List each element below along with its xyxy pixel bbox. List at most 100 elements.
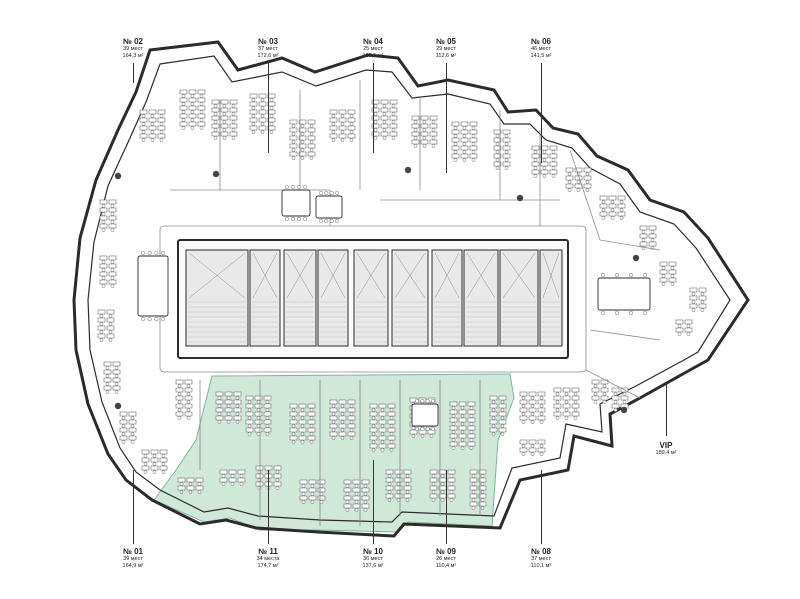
desk (263, 427, 272, 433)
desk (498, 411, 507, 417)
desk (97, 325, 106, 331)
desk (249, 125, 258, 131)
chair (491, 408, 496, 412)
desk (451, 145, 460, 151)
chair (340, 130, 345, 134)
chair (542, 158, 547, 162)
chair (610, 216, 615, 220)
desk (519, 447, 528, 453)
desk (157, 117, 166, 123)
highlight-zone-11[interactable] (153, 373, 515, 533)
desk (639, 225, 648, 231)
desk (591, 395, 600, 401)
desk (380, 107, 389, 113)
chair (500, 408, 505, 412)
chair (371, 424, 376, 428)
desk (429, 115, 438, 121)
desk (141, 465, 150, 471)
desk (394, 493, 403, 499)
desk (458, 409, 467, 415)
desk (429, 131, 438, 137)
chair (260, 122, 265, 126)
desk (668, 277, 677, 283)
chair (431, 120, 436, 124)
desk (389, 99, 398, 105)
chair (642, 310, 648, 316)
zone-label-03[interactable]: № 03 37 мест 172,6 м² (258, 37, 279, 59)
chair (349, 420, 354, 424)
chair (661, 274, 666, 278)
desk (229, 131, 238, 137)
chair (387, 482, 392, 486)
desk (157, 109, 166, 115)
chair (700, 292, 705, 296)
desk (460, 153, 469, 159)
desk (347, 423, 356, 429)
chair (380, 432, 385, 436)
zone-label-vip[interactable]: VIP 189,4 м² (656, 441, 677, 457)
desk (273, 473, 282, 479)
zone-label-02[interactable]: № 02 39 мест 164,3 м² (123, 37, 144, 59)
desk (420, 131, 429, 137)
zone-label-08[interactable]: № 08 37 мест 110,1 м² (531, 547, 552, 569)
desk (553, 395, 562, 401)
desk (347, 109, 356, 115)
chair (300, 156, 305, 160)
chair (542, 150, 547, 154)
desk (403, 469, 412, 475)
chair (480, 506, 485, 510)
desk (245, 427, 254, 433)
chair (159, 130, 164, 134)
desk (659, 277, 668, 283)
chair (179, 482, 184, 486)
chair (411, 426, 416, 430)
desk (385, 477, 394, 483)
chair (179, 490, 184, 494)
chair (440, 482, 445, 486)
chair (239, 482, 244, 486)
chair (222, 112, 227, 116)
chair (641, 230, 646, 234)
desk (489, 427, 498, 433)
desk (150, 465, 159, 471)
desk (447, 477, 456, 483)
desk (387, 403, 396, 409)
zone-number: № 01 (122, 547, 144, 556)
desk (338, 399, 347, 405)
desk (338, 431, 347, 437)
desk (184, 403, 193, 409)
zone-label-05[interactable]: № 05 29 мест 112,6 м² (436, 37, 457, 59)
chair (453, 158, 458, 162)
desk (451, 121, 460, 127)
desk (469, 469, 478, 475)
chair (334, 190, 340, 196)
chair (340, 420, 345, 424)
zone-label-06[interactable]: № 06 46 мест 141,5 м² (531, 37, 552, 59)
zone-label-04[interactable]: № 04 25 мест 133,5 м² (363, 37, 384, 59)
chair (291, 124, 296, 128)
desk (478, 493, 487, 499)
chair (530, 412, 535, 416)
desk (197, 97, 206, 103)
chair (389, 408, 394, 412)
desk (583, 175, 592, 181)
chair (108, 330, 113, 334)
zone-label-10[interactable]: № 10 36 мест 137,6 м² (363, 547, 384, 569)
zone-label-01[interactable]: № 01 39 мест 164,9 м² (123, 547, 144, 569)
chair (495, 158, 500, 162)
desk (478, 501, 487, 507)
desk (112, 385, 121, 391)
zone-label-11[interactable]: № 11 34 места 174,7 м² (257, 547, 280, 569)
desk (298, 427, 307, 433)
zone-number: № 08 (530, 547, 552, 556)
desk (394, 469, 403, 475)
desk (219, 477, 228, 483)
chair (101, 204, 106, 208)
chair (291, 408, 296, 412)
zone-label-09[interactable]: № 09 26 мест 110,4 м² (436, 547, 457, 569)
desk (150, 457, 159, 463)
chair (373, 128, 378, 132)
desk (369, 403, 378, 409)
chair (101, 276, 106, 280)
